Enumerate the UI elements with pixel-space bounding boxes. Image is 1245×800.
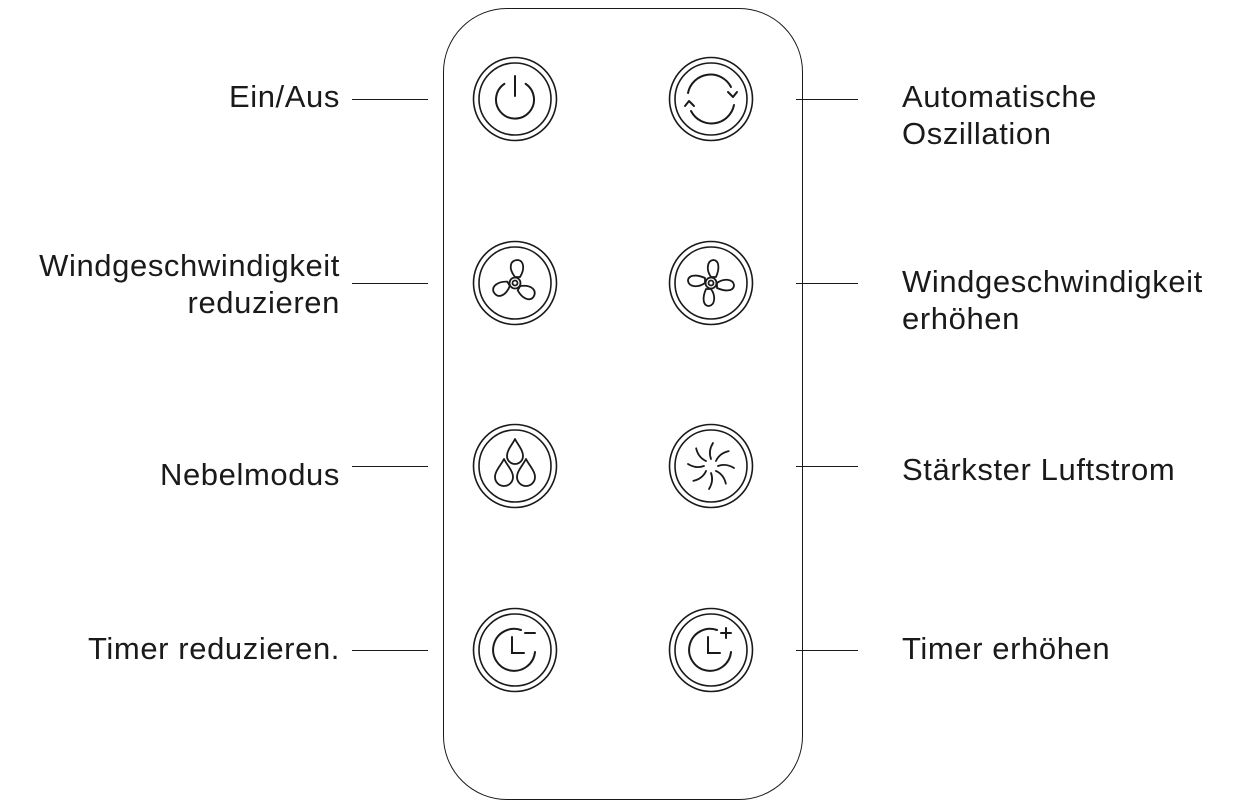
leader-line-timer-up — [796, 650, 858, 651]
max-airflow-button[interactable] — [668, 423, 754, 509]
fan-icon — [472, 240, 558, 326]
mist-mode-button[interactable] — [472, 423, 558, 509]
fan-icon — [668, 240, 754, 326]
oscillation-icon — [668, 56, 754, 142]
speed-down-button[interactable] — [472, 240, 558, 326]
power-icon — [472, 56, 558, 142]
timer-plus-icon — [668, 607, 754, 693]
speed-up-button[interactable] — [668, 240, 754, 326]
leader-line-speed-up — [796, 283, 858, 284]
timer-up-button[interactable] — [668, 607, 754, 693]
label-power: Ein/Aus — [228, 79, 340, 114]
leader-line-oscillation — [796, 99, 858, 100]
water-drops-icon — [472, 423, 558, 509]
oscillation-button[interactable] — [668, 56, 754, 142]
label-speed-up: Windgeschwindigkeit erhöhen — [902, 264, 1203, 336]
swirl-icon — [668, 423, 754, 509]
label-timer-down: Timer reduzieren. — [88, 631, 340, 666]
label-oscillation: Automatische Oszillation — [902, 79, 1098, 151]
timer-minus-icon — [472, 607, 558, 693]
leader-line-timer-down — [352, 650, 428, 651]
label-speed-down: Windgeschwindigkeit reduzieren — [39, 248, 340, 320]
label-mist: Nebelmodus — [159, 457, 340, 492]
leader-line-mist — [352, 466, 428, 467]
leader-line-power — [352, 99, 428, 100]
label-max-airflow: Stärkster Luftstrom — [902, 452, 1176, 487]
leader-line-max-airflow — [796, 466, 858, 467]
power-button[interactable] — [472, 56, 558, 142]
timer-down-button[interactable] — [472, 607, 558, 693]
leader-line-speed-down — [352, 283, 428, 284]
label-timer-up: Timer erhöhen — [902, 631, 1111, 666]
